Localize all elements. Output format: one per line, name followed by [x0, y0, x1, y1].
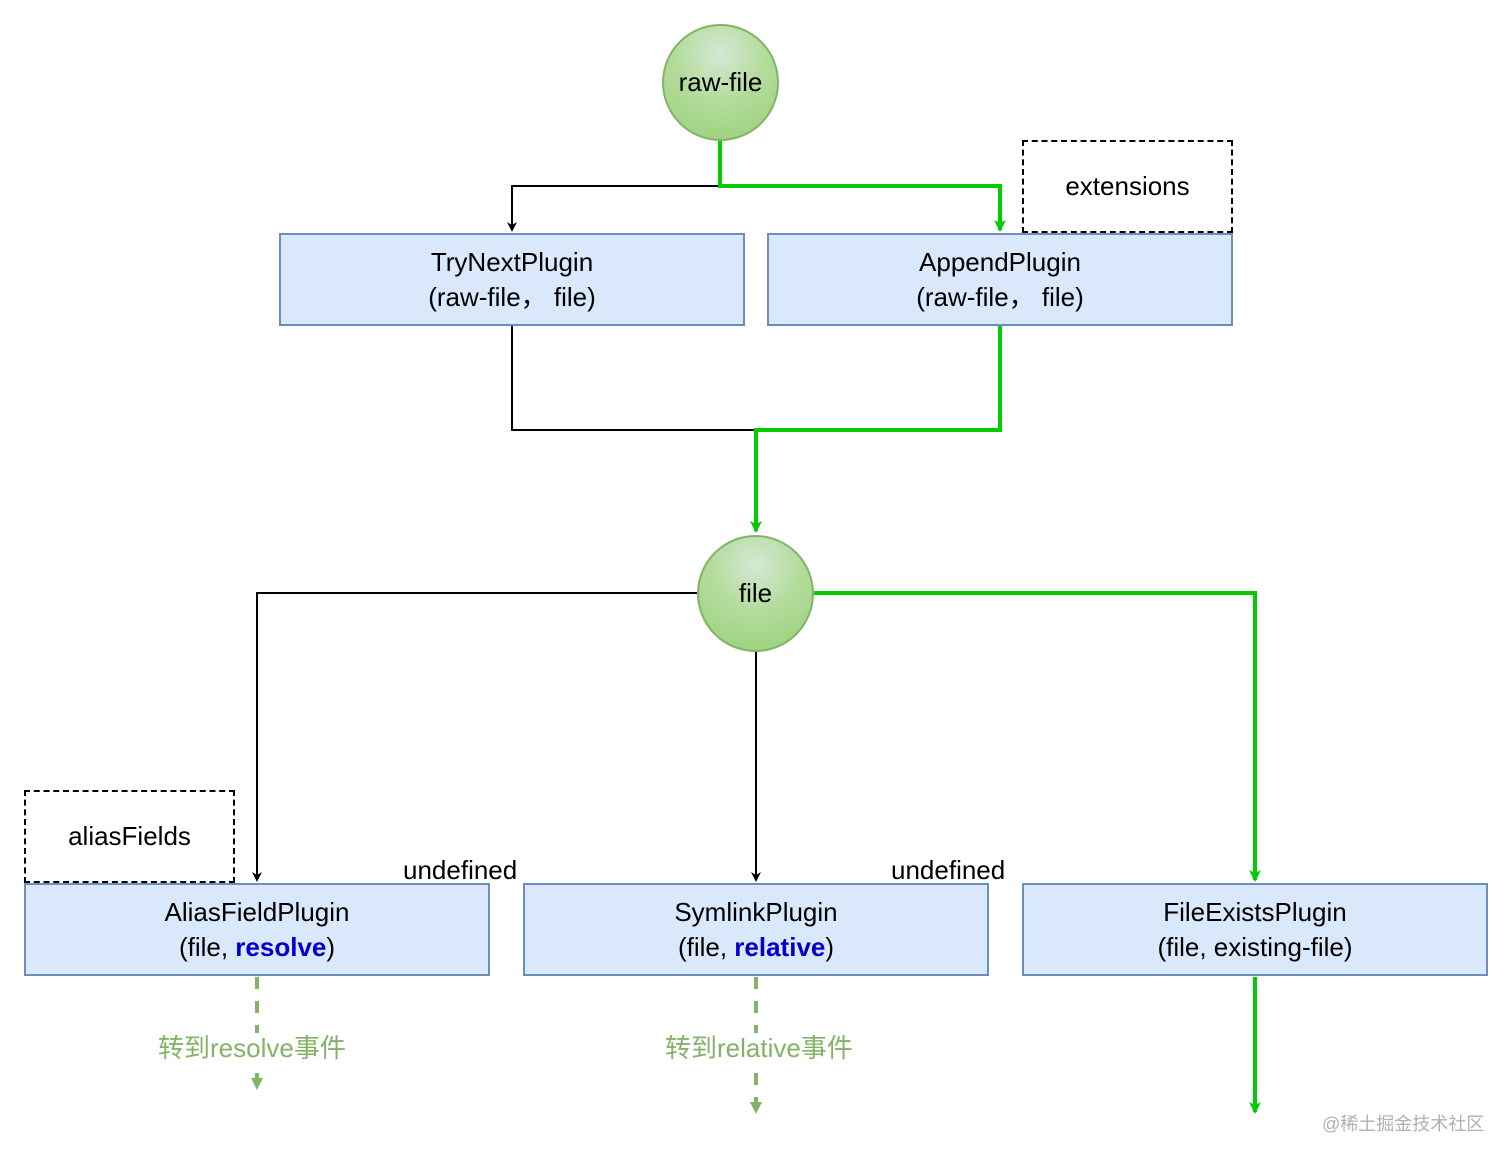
plugin-alias-field-args: (file, resolve) — [179, 930, 335, 965]
edge-append-file — [750, 326, 1002, 533]
args-prefix: (file, — [677, 931, 735, 962]
redirect-label-relative: 转到relative事件 — [665, 1033, 853, 1063]
args-suffix: ) — [825, 931, 835, 962]
plugin-alias-field[interactable]: AliasFieldPlugin (file, resolve) — [24, 883, 490, 976]
node-raw-file[interactable]: raw-file — [662, 24, 779, 141]
edge-label-alias-undefined: undefined — [403, 855, 518, 885]
plugin-try-next[interactable]: TryNextPlugin (raw-file， file) — [279, 233, 745, 326]
plugin-try-next-name: TryNextPlugin — [430, 246, 594, 277]
args-suffix: ) — [326, 931, 336, 962]
args-prefix: (file, — [178, 931, 236, 962]
note-extensions-label: extensions — [1065, 171, 1190, 201]
plugin-alias-field-name: AliasFieldPlugin — [164, 896, 350, 927]
edge-rawfile-trynext — [507, 185, 720, 232]
edge-file-fileexists — [814, 591, 1261, 882]
edge-label-symlink-undefined: undefined — [891, 855, 1006, 885]
node-raw-file-label: raw-file — [678, 67, 763, 97]
node-file-label: file — [738, 578, 773, 608]
plugin-symlink-args: (file, relative) — [678, 930, 834, 965]
redirect-label-resolve: 转到resolve事件 — [158, 1033, 346, 1063]
plugin-append-name: AppendPlugin — [919, 246, 1081, 277]
plugin-file-exists-args: (file, existing-file) — [1157, 931, 1353, 962]
plugin-symlink[interactable]: SymlinkPlugin (file, relative) — [523, 883, 989, 976]
plugin-file-exists-name: FileExistsPlugin — [1163, 896, 1347, 927]
plugin-try-next-args: (raw-file， file) — [428, 281, 596, 312]
edge-rawfile-append — [718, 141, 1006, 232]
node-file[interactable]: file — [697, 535, 814, 652]
note-alias-fields-label: aliasFields — [68, 821, 191, 851]
plugin-file-exists[interactable]: FileExistsPlugin (file, existing-file) — [1022, 883, 1488, 976]
plugin-append[interactable]: AppendPlugin (raw-file， file) — [767, 233, 1233, 326]
plugin-append-args: (raw-file， file) — [916, 281, 1084, 312]
plugin-symlink-name: SymlinkPlugin — [674, 896, 838, 927]
edge-trynext-file — [511, 326, 756, 431]
edge-file-aliasfield — [252, 592, 697, 882]
note-extensions: extensions — [1022, 140, 1233, 233]
watermark: @稀土掘金技术社区 — [1322, 1114, 1485, 1134]
redirect-target-relative: relative — [734, 931, 826, 962]
redirect-target-resolve: resolve — [235, 931, 327, 962]
note-alias-fields: aliasFields — [24, 790, 235, 883]
